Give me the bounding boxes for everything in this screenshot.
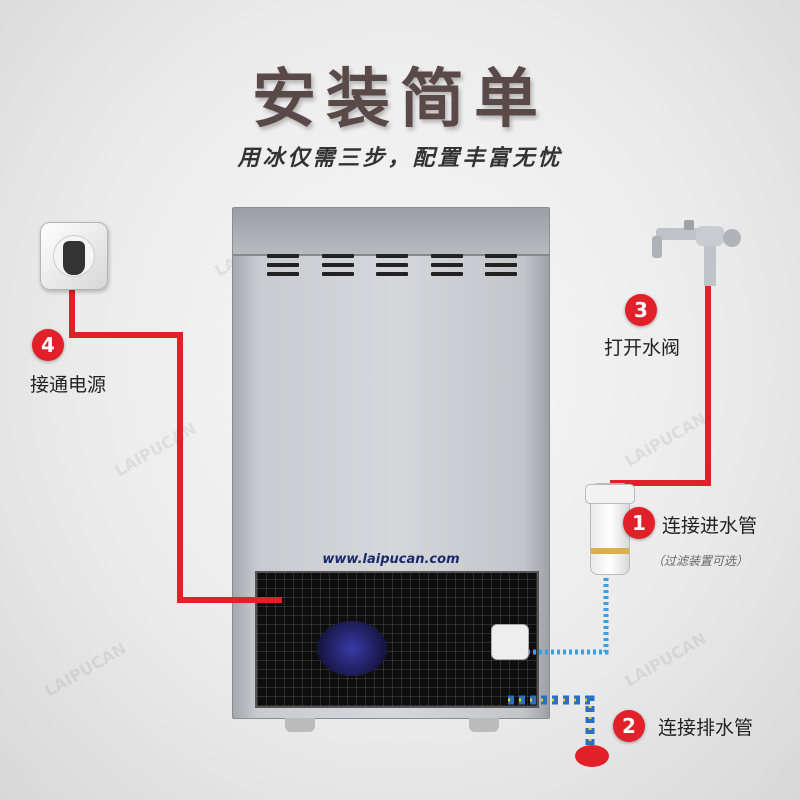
power-socket-icon — [40, 222, 108, 290]
brand-url: www.laipucan.com — [322, 552, 460, 567]
step-3-badge: 3 — [625, 294, 657, 326]
page-subtitle: 用冰仅需三步，配置丰富无忧 — [237, 146, 563, 171]
inlet-valve — [491, 624, 529, 660]
condenser-grille — [255, 571, 539, 708]
drain-outlet — [575, 745, 609, 767]
machine-foot — [469, 718, 499, 732]
step-3-label: 打开水阀 — [604, 337, 681, 359]
step-4-badge: 4 — [32, 329, 64, 361]
step-2-label: 连接排水管 — [658, 717, 754, 739]
water-supply-hose — [610, 286, 711, 486]
inlet-hose — [512, 572, 609, 655]
air-vents — [267, 254, 517, 276]
machine-foot — [285, 718, 315, 732]
step-4-label: 接通电源 — [30, 374, 107, 396]
drain-hose — [508, 695, 595, 748]
page-title: 安装简单 — [252, 63, 548, 137]
step-1-label: 连接进水管 — [662, 515, 758, 537]
water-tap-icon — [652, 220, 741, 286]
step-2-badge: 2 — [613, 710, 645, 742]
compressor — [317, 621, 387, 676]
step-1-badge: 1 — [623, 507, 655, 539]
step-1-note: （过滤装置可选） — [652, 554, 749, 568]
power-cable — [69, 290, 282, 603]
